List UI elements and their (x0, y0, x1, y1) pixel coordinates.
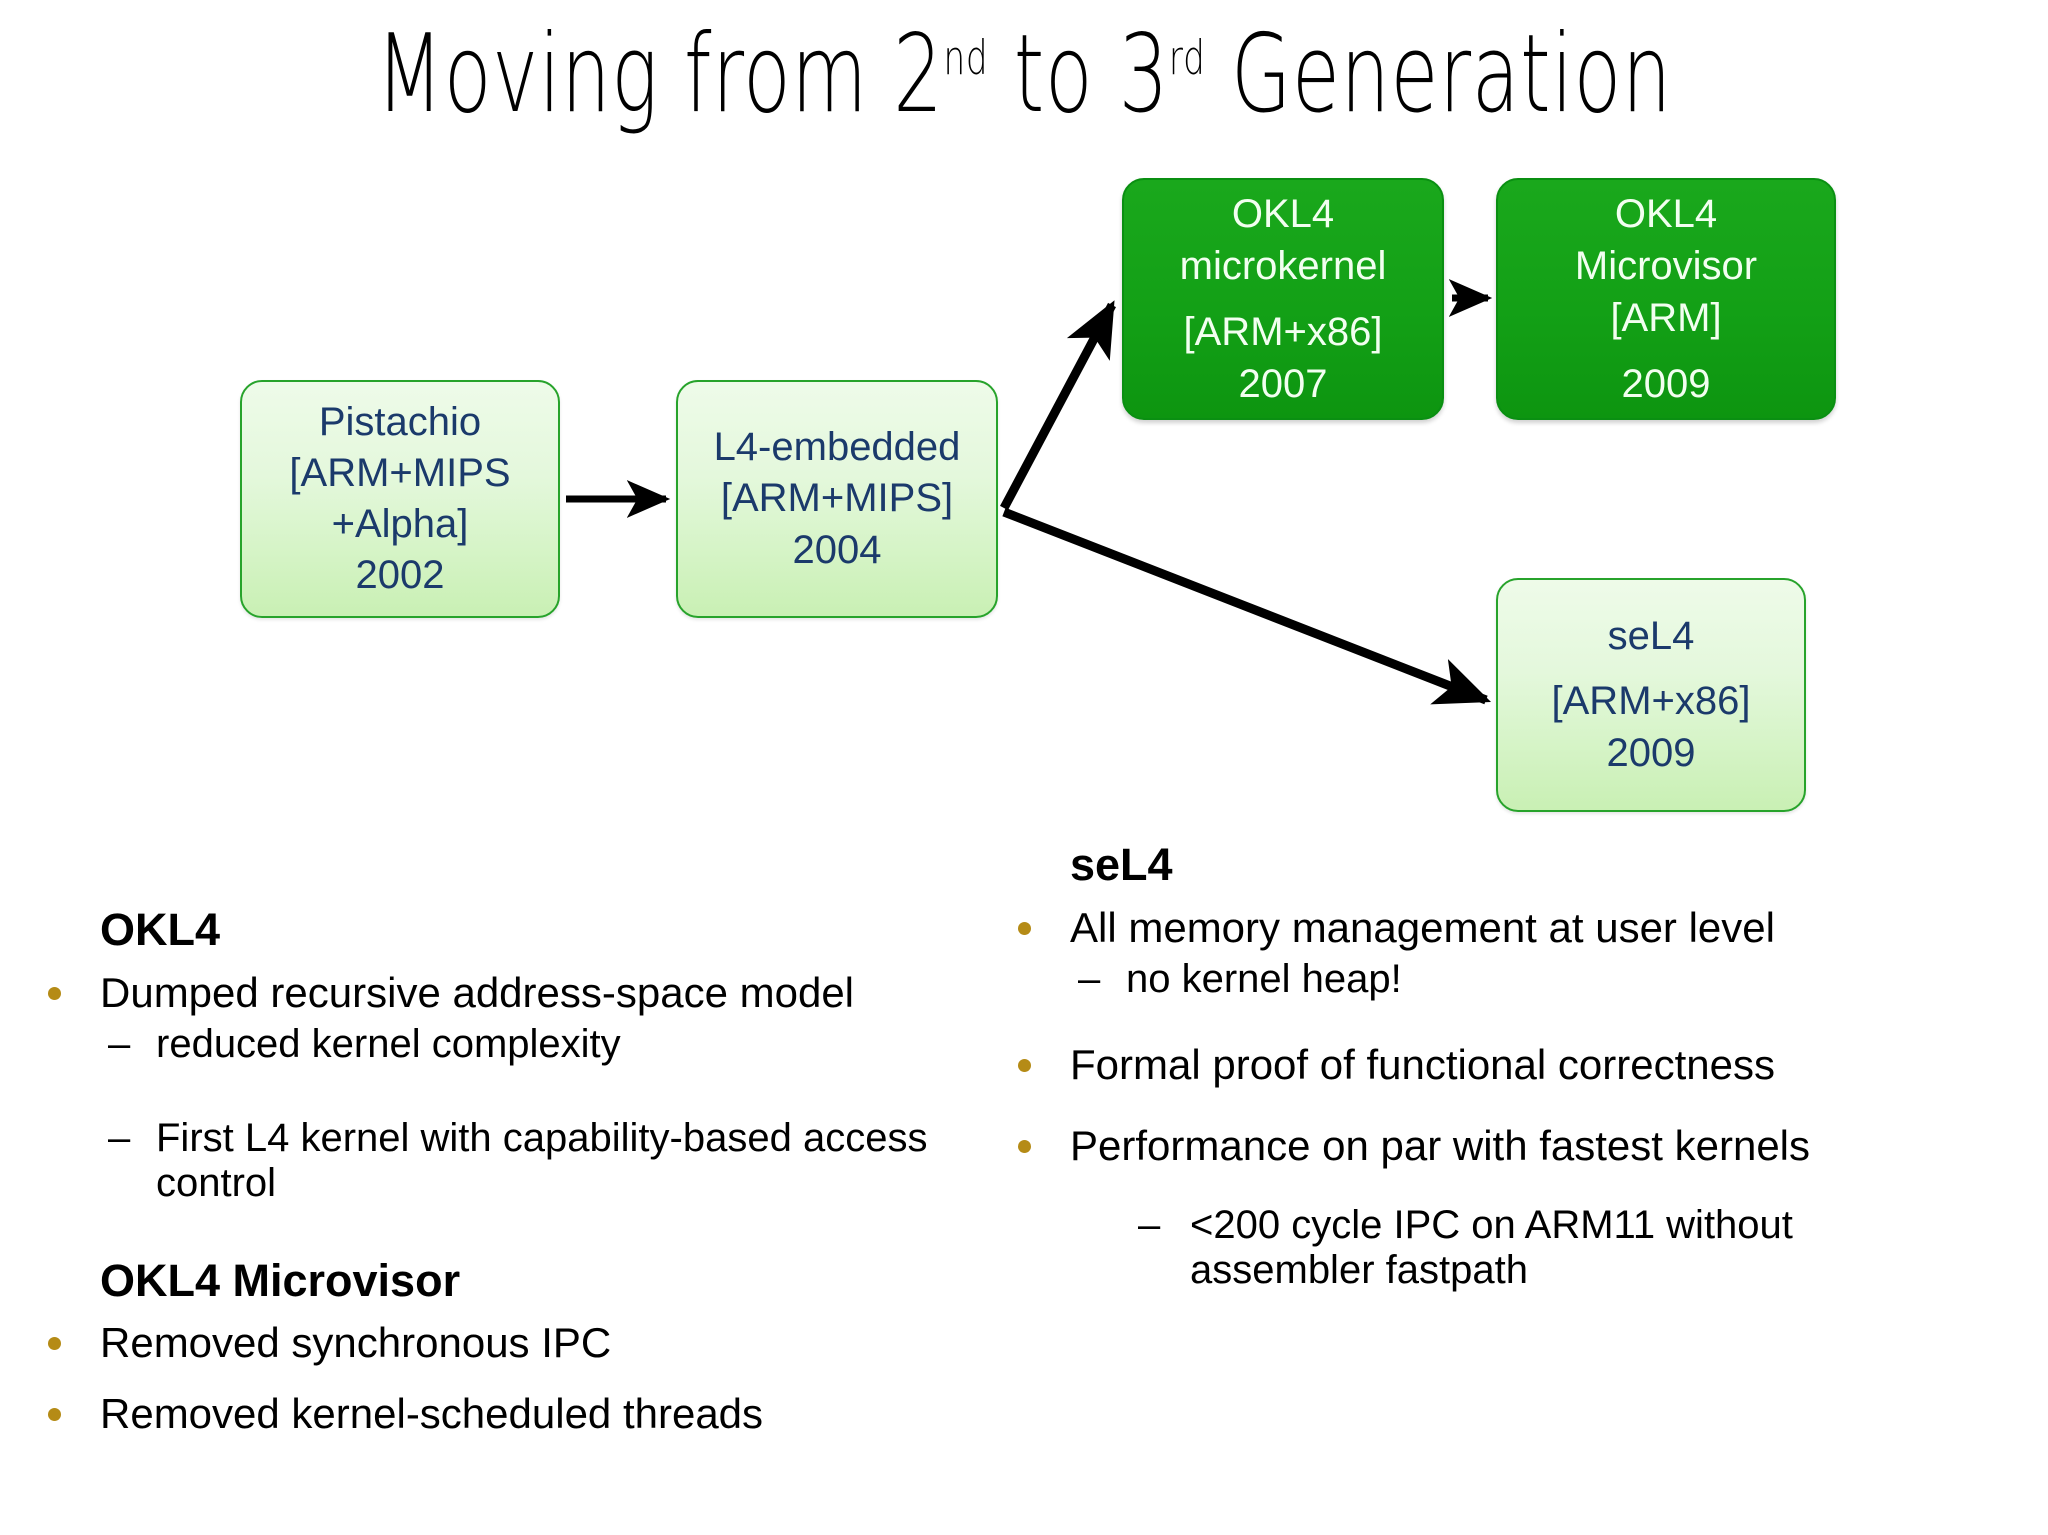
diagram-node-pistachio[interactable]: Pistachio [ARM+MIPS +Alpha] 2002 (240, 380, 560, 618)
right-text-column: seL4 All memory management at user level… (1000, 840, 1980, 1299)
node-l4embedded-line-2: [ARM+MIPS] (720, 476, 954, 521)
bullet-dot-icon (1018, 1140, 1031, 1154)
node-pistachio-line-3: +Alpha] (331, 502, 469, 546)
bullet-microvisor-1-text: Removed synchronous IPC (100, 1319, 612, 1367)
node-l4embedded-line-1: L4-embedded (713, 425, 961, 470)
bullet-dot-icon (48, 1337, 61, 1351)
page-title: Moving from 2nd to 3rd Generation (287, 18, 1762, 131)
bullet-sel4-1-text: All memory management at user level (1070, 903, 1775, 951)
heading-okl4-microvisor: OKL4 Microvisor (100, 1254, 461, 1306)
title-suffix: Generation (1205, 12, 1672, 137)
node-pistachio-line-2: [ARM+MIPS (289, 450, 511, 495)
node-pistachio-line-4: 2002 (355, 553, 445, 598)
bullet-okl4-1: Dumped recursive address-space model (30, 969, 990, 1016)
spacer (30, 1212, 990, 1256)
dash-icon: – (1138, 1203, 1161, 1248)
subbullet-sel4-3a: – <200 cycle IPC on ARM11 without assemb… (1000, 1203, 1980, 1293)
dash-icon: – (1078, 956, 1101, 1001)
bullet-okl4-1-text: Dumped recursive address-space model (100, 968, 855, 1016)
title-ordinal-nd: nd (943, 31, 989, 86)
node-okl4mk-line-1: OKL4 (1231, 192, 1335, 236)
node-okl4mv-line-3: [ARM] (1610, 296, 1722, 340)
dash-icon: – (108, 1021, 131, 1066)
node-okl4mv-line-2: Microvisor (1574, 244, 1758, 288)
bullet-microvisor-2-text: Removed kernel-scheduled threads (100, 1390, 764, 1438)
node-okl4mk-line-3: [ARM+x86] (1183, 310, 1383, 354)
subbullet-okl4-1b: – First L4 kernel with capability-based … (30, 1116, 990, 1206)
subbullet-sel4-3a-text: <200 cycle IPC on ARM11 without assemble… (1190, 1203, 1793, 1293)
node-okl4mv-line-4: 2009 (1621, 362, 1711, 406)
title-prefix: Moving from 2 (376, 12, 944, 137)
bullet-sel4-1: All memory management at user level (1000, 904, 1980, 951)
node-sel4-line-2: [ARM+x86] (1551, 679, 1751, 724)
evolution-diagram: Pistachio [ARM+MIPS +Alpha] 2002 L4-embe… (240, 178, 1836, 812)
node-okl4mk-line-4: 2007 (1238, 362, 1328, 406)
arrow-l4embedded-to-sel4 (1002, 507, 1492, 705)
bullet-dot-icon (1018, 921, 1031, 935)
bullet-sel4-3: Performance on par with fastest kernels (1000, 1122, 1980, 1169)
diagram-node-okl4-microkernel[interactable]: OKL4 microkernel [ARM+x86] 2007 (1122, 178, 1444, 420)
node-okl4mk-line-2: microkernel (1179, 244, 1387, 288)
title-ordinal-rd: rd (1168, 31, 1206, 86)
bullet-sel4-2-text: Formal proof of functional correctness (1070, 1041, 1775, 1089)
subbullet-okl4-1a: – reduced kernel complexity (30, 1022, 990, 1067)
bullet-dot-icon (48, 1408, 61, 1422)
subbullet-okl4-1b-text: First L4 kernel with capability-based ac… (156, 1116, 928, 1206)
spacer (30, 1072, 990, 1116)
title-middle: to 3 (988, 12, 1169, 137)
bullet-microvisor-1: Removed synchronous IPC (30, 1319, 990, 1366)
subbullet-sel4-1a-text: no kernel heap! (1126, 956, 1402, 1001)
spacer (30, 1372, 990, 1390)
arrow-l4embedded-to-okl4-microkernel (1000, 300, 1116, 511)
subbullet-sel4-1a: – no kernel heap! (1000, 957, 1980, 1002)
left-text-column: OKL4 Dumped recursive address-space mode… (30, 905, 990, 1443)
diagram-node-okl4-microvisor[interactable]: OKL4 Microvisor [ARM] 2009 (1496, 178, 1836, 420)
diagram-node-sel4[interactable]: seL4 [ARM+x86] 2009 (1496, 578, 1806, 812)
node-l4embedded-line-3: 2004 (792, 527, 882, 572)
bullet-sel4-2: Formal proof of functional correctness (1000, 1041, 1980, 1088)
bullet-dot-icon (48, 986, 61, 1000)
node-sel4-line-3: 2009 (1606, 730, 1696, 775)
spacer (1000, 1094, 1980, 1122)
heading-okl4: OKL4 (100, 904, 221, 955)
heading-sel4: seL4 (1070, 839, 1173, 890)
node-pistachio-line-1: Pistachio (318, 399, 482, 444)
spacer (1000, 1007, 1980, 1041)
bullet-dot-icon (1018, 1059, 1031, 1073)
diagram-node-l4-embedded[interactable]: L4-embedded [ARM+MIPS] 2004 (676, 380, 998, 618)
spacer (1000, 1175, 1980, 1203)
bullet-microvisor-2: Removed kernel-scheduled threads (30, 1390, 990, 1437)
subbullet-okl4-1a-text: reduced kernel complexity (156, 1021, 621, 1066)
dash-icon: – (108, 1116, 131, 1161)
bullet-sel4-3-text: Performance on par with fastest kernels (1070, 1122, 1811, 1170)
node-sel4-line-1: seL4 (1607, 614, 1695, 659)
node-okl4mv-line-1: OKL4 (1614, 192, 1718, 236)
